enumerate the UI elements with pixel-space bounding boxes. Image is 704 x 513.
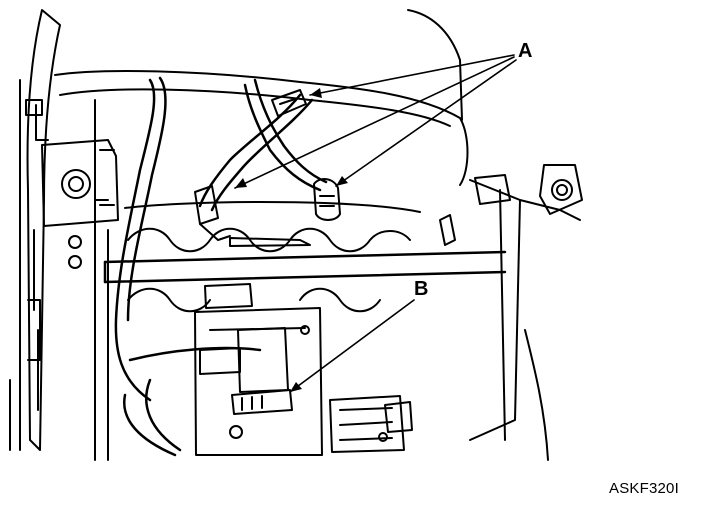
seat-springs xyxy=(124,201,421,313)
callout-leader-lines xyxy=(234,54,517,393)
connector-a-left xyxy=(194,185,231,241)
lower-right-mechanism xyxy=(329,395,413,453)
connector-a-right xyxy=(313,178,341,221)
figure-code: ASKF320I xyxy=(609,480,679,497)
left-side-frame xyxy=(9,9,61,451)
arrowheads xyxy=(235,88,348,392)
connector-b xyxy=(231,389,293,415)
connector-a-upper xyxy=(271,89,307,117)
left-hinge-bracket xyxy=(41,139,119,269)
callout-label-b: B xyxy=(414,278,429,300)
lower-module-bracket xyxy=(194,283,323,456)
callout-label-a: A xyxy=(518,40,533,62)
wiring-harness xyxy=(114,76,328,457)
left-vertical-post xyxy=(94,99,109,461)
right-side-frame xyxy=(439,164,583,461)
cross-tube xyxy=(103,250,507,284)
seatback-top-shell xyxy=(54,9,469,186)
